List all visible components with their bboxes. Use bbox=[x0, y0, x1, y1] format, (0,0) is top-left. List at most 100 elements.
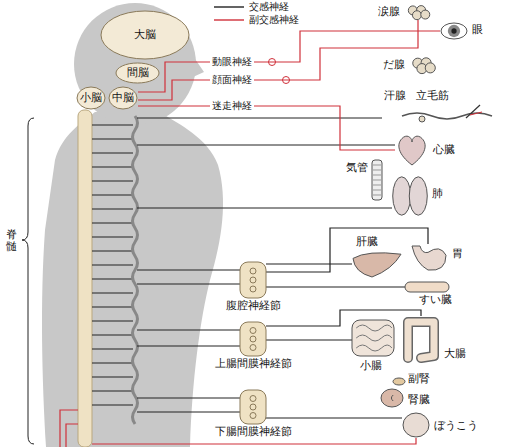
skin-structure-shape bbox=[402, 113, 492, 119]
node-label: 中脳 bbox=[112, 92, 134, 105]
legend-line-sample bbox=[213, 1, 245, 13]
region-label: 脊髄 bbox=[6, 229, 17, 253]
nose-silhouette bbox=[193, 56, 204, 77]
nerve-name: 迷走神経 bbox=[210, 100, 254, 112]
legend-row: 交感神経 bbox=[213, 1, 289, 13]
spinal-bracket bbox=[22, 118, 34, 444]
nerve-ganglion-shape bbox=[250, 286, 256, 292]
nerve-ganglion-shape bbox=[250, 345, 256, 351]
brain-region-shape bbox=[77, 87, 105, 109]
skin-structure-shape bbox=[466, 105, 480, 118]
brain-region: 間脳 bbox=[115, 62, 160, 84]
cord-to-chain-wires bbox=[92, 125, 133, 405]
node-label: 上腸間膜神経節 bbox=[215, 358, 292, 371]
organ: 副腎 bbox=[392, 377, 406, 386]
organ-outline bbox=[395, 134, 429, 166]
organ: 心臓 bbox=[395, 134, 429, 166]
organ-shape bbox=[421, 10, 430, 19]
organ-outline bbox=[392, 377, 406, 386]
organ-shape bbox=[441, 23, 467, 39]
node-label: 涙腺 bbox=[378, 6, 400, 19]
organ-shape bbox=[448, 25, 460, 37]
nerve-ganglion: 腹腔神経節 bbox=[240, 262, 266, 298]
node-label: 小脳 bbox=[80, 92, 102, 105]
node-label: 胃 bbox=[452, 248, 463, 261]
organ: 涙腺 bbox=[405, 4, 431, 20]
organ-shape bbox=[393, 177, 411, 215]
node-label: 心臓 bbox=[433, 144, 455, 157]
node-label: だ腺 bbox=[383, 59, 405, 72]
node-label: 大腸 bbox=[444, 348, 466, 361]
brain-region-shape bbox=[109, 87, 137, 109]
nerve-ganglion-shape bbox=[250, 268, 256, 274]
nerve-connector bbox=[266, 417, 402, 418]
organ-shape bbox=[451, 28, 456, 33]
node-label: 大脳 bbox=[134, 29, 156, 42]
organ: 腎臓 bbox=[380, 388, 404, 408]
nerve-connector bbox=[266, 228, 428, 272]
brain-region-shape bbox=[116, 63, 159, 83]
organ-outline bbox=[405, 282, 449, 292]
nerve-connector bbox=[266, 339, 352, 340]
nerve-connector bbox=[138, 106, 395, 150]
nerve-connector bbox=[266, 263, 352, 264]
nerve-connector bbox=[266, 310, 421, 326]
organ-outline bbox=[402, 412, 430, 438]
nerve-ganglion-outline bbox=[240, 390, 266, 424]
organ-outline bbox=[372, 160, 382, 200]
node-label: 気管 bbox=[346, 162, 368, 175]
node-label: 立毛筋 bbox=[416, 90, 449, 103]
skin-structure: 汗腺立毛筋 bbox=[382, 90, 500, 122]
organ: 眼 bbox=[440, 20, 468, 42]
nerve-ganglion-shape bbox=[250, 328, 256, 334]
organ-shape bbox=[405, 282, 449, 292]
node-label: 汗腺 bbox=[384, 90, 406, 103]
legend-text: 交感神経 bbox=[249, 1, 289, 13]
nerve-ganglion-outline bbox=[240, 322, 266, 356]
nerve-name: 顔面神経 bbox=[210, 74, 254, 86]
organ-shape bbox=[353, 253, 401, 277]
organ-outline bbox=[405, 4, 431, 20]
head-silhouette bbox=[74, 3, 196, 125]
brain-region: 小脳 bbox=[76, 86, 106, 110]
organ-shape bbox=[356, 325, 392, 351]
node-label: 肺 bbox=[432, 188, 443, 201]
nerve-ganglion-shape bbox=[250, 404, 256, 410]
body-silhouette bbox=[42, 112, 223, 447]
organ-outline bbox=[402, 316, 440, 362]
nerve-ganglion-shape bbox=[250, 336, 256, 342]
organ: すい臓 bbox=[405, 282, 449, 292]
organ-outline bbox=[408, 244, 448, 272]
organ-shape bbox=[412, 11, 421, 20]
skin-structure-shape bbox=[470, 112, 482, 115]
node-label: すい臓 bbox=[419, 294, 452, 307]
spinal-cord bbox=[78, 110, 92, 447]
nerve-ganglion-shape bbox=[240, 322, 266, 356]
node-label: 小腸 bbox=[360, 360, 382, 373]
skin-structure-shape bbox=[419, 116, 425, 122]
node-label: 副腎 bbox=[408, 373, 430, 386]
organ-shape bbox=[408, 322, 434, 358]
nerve-ganglion-shape bbox=[240, 390, 266, 424]
organ-shape bbox=[409, 177, 427, 215]
organ-shape bbox=[391, 395, 393, 401]
nerve-ganglion-outline bbox=[240, 262, 266, 298]
organ-shape bbox=[408, 322, 434, 358]
node-label: 腎臓 bbox=[408, 394, 430, 407]
organ-shape bbox=[381, 389, 403, 407]
sympathetic-chain bbox=[133, 116, 138, 424]
organ-outline bbox=[440, 20, 468, 42]
nerve-ganglion-shape bbox=[250, 277, 256, 283]
nerve-name: 動眼神経 bbox=[210, 56, 254, 68]
nerve-ganglion: 下腸間膜神経節 bbox=[240, 390, 266, 424]
nerve-ganglion-shape bbox=[250, 413, 256, 419]
node-label: 腹腔神経節 bbox=[226, 300, 281, 313]
organ: 肺 bbox=[392, 176, 428, 216]
organ: ぼうこう bbox=[402, 412, 430, 438]
node-label: ぼうこう bbox=[434, 420, 478, 433]
organ-outline bbox=[392, 176, 428, 216]
organ: 大腸 bbox=[402, 316, 440, 362]
organ-outline bbox=[352, 320, 394, 356]
organ-shape bbox=[393, 378, 405, 385]
